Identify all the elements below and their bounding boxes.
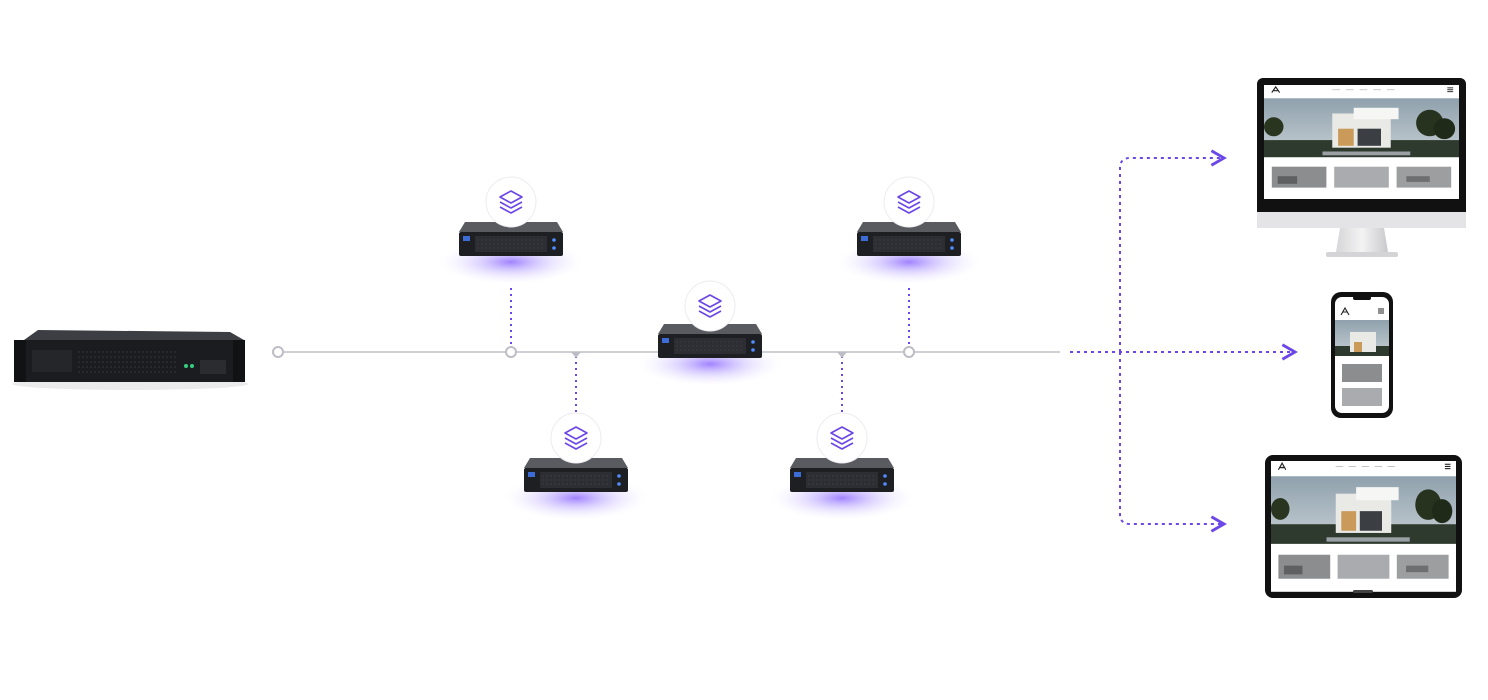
distribution-arrows bbox=[1070, 149, 1298, 533]
origin-server bbox=[12, 330, 248, 390]
edge-connectors bbox=[510, 288, 910, 416]
rack-server-icon bbox=[24, 330, 244, 340]
layers-icon bbox=[485, 176, 537, 228]
layers-icon bbox=[816, 412, 868, 464]
edge-server-top-left bbox=[439, 176, 583, 284]
junction-nodes bbox=[505, 346, 915, 358]
edge-server-bottom-left bbox=[504, 412, 648, 520]
layers-icon bbox=[684, 280, 736, 332]
tablet-icon bbox=[1265, 455, 1462, 598]
junction-ticks bbox=[571, 352, 847, 358]
edge-server-center bbox=[638, 280, 782, 386]
layers-icon bbox=[883, 176, 935, 228]
smartphone-icon bbox=[1331, 292, 1393, 418]
desktop-monitor-icon bbox=[1257, 78, 1466, 257]
edge-server-top-right bbox=[837, 176, 981, 284]
edge-server-bottom-right bbox=[770, 412, 914, 520]
backbone-start-node bbox=[272, 346, 284, 358]
layers-icon bbox=[550, 412, 602, 464]
